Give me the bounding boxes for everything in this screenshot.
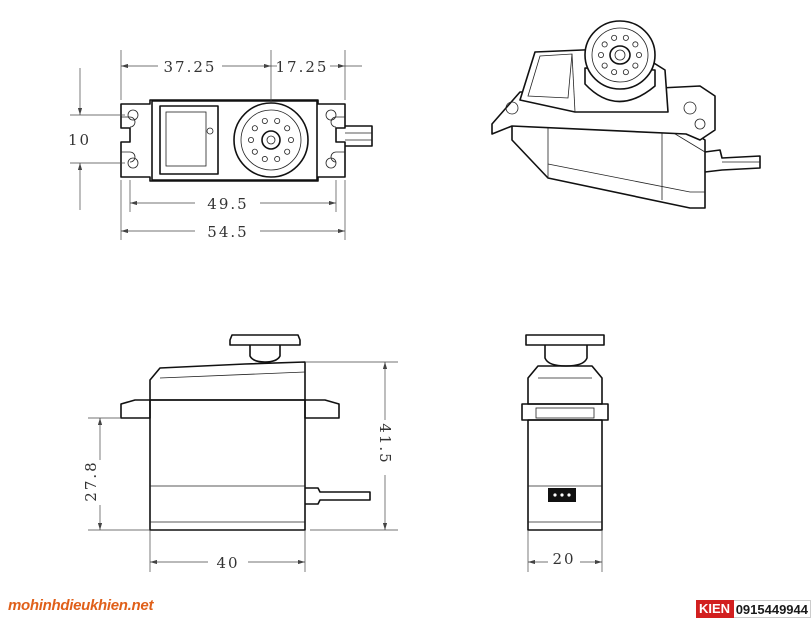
side-flange-left <box>120 399 151 419</box>
side-horn-disc <box>229 334 301 346</box>
end-horn-hub <box>544 345 588 367</box>
side-top <box>149 361 306 401</box>
horn-spline <box>266 135 276 145</box>
horn-hole <box>261 117 268 124</box>
dim-label-side-width: 20 <box>552 550 575 568</box>
horn-hole <box>247 136 254 143</box>
dim-label-top-right: 17.25 <box>276 58 329 76</box>
website-watermark: mohinhdieukhien.net <box>8 597 154 614</box>
iso-horn-holes <box>598 34 643 76</box>
iso-mount-hole <box>694 118 706 130</box>
iso-mount-hole <box>505 101 519 115</box>
horn-hole <box>284 148 291 155</box>
end-top <box>527 365 603 405</box>
dim-label-body-length: 49.5 <box>207 195 248 213</box>
dim-label-mount-height: 27.8 <box>82 460 100 501</box>
mount-hole <box>325 157 337 169</box>
top-view: 37.25 17.25 10 49.5 54.5 <box>68 50 373 241</box>
side-view: 27.8 41.5 40 <box>82 334 398 572</box>
iso-horn-hub <box>609 45 631 65</box>
side-cable <box>305 487 371 505</box>
isometric-view <box>491 20 761 209</box>
horn-outer <box>233 102 309 178</box>
iso-horn-ring <box>591 27 649 83</box>
dim-label-mount-spacing: 10 <box>68 131 91 149</box>
iso-edge <box>547 163 705 193</box>
horn-hole <box>632 62 639 69</box>
top-cover-inner <box>165 111 207 167</box>
dim-label-top-left: 37.25 <box>164 58 217 76</box>
brand-name: KIEN RC <box>696 600 734 632</box>
horn-ring <box>240 109 302 171</box>
side-top-edge <box>159 371 306 379</box>
mount-slot-br <box>330 151 345 163</box>
iso-horn-spline <box>614 49 626 61</box>
horn-hole <box>611 34 618 41</box>
side-body <box>149 399 306 531</box>
horn-hole <box>611 69 618 76</box>
horn-hub <box>261 130 281 150</box>
dim-label-total-length: 54.5 <box>207 223 248 241</box>
horn-hole <box>632 41 639 48</box>
horn-hole <box>622 69 629 76</box>
horn-hole <box>622 34 629 41</box>
end-view: 20 <box>521 334 609 572</box>
horn-hole <box>601 41 608 48</box>
top-body <box>151 100 318 181</box>
connector-pin <box>567 493 571 497</box>
mount-slot-tr <box>330 116 345 128</box>
horn-hole <box>598 52 605 59</box>
end-body <box>527 419 603 531</box>
end-horn-disc <box>525 334 605 346</box>
cover-screw <box>206 127 214 135</box>
connector-pin <box>553 493 557 497</box>
horn-hole <box>274 156 281 163</box>
horn-hole <box>636 52 643 59</box>
iso-horn <box>584 20 656 90</box>
mount-slot-bl <box>121 151 136 163</box>
horn-hole <box>601 62 608 69</box>
horn-hole <box>274 117 281 124</box>
brand-phone: 0915449944 <box>733 600 811 618</box>
horn-hole <box>261 156 268 163</box>
side-horn-hub <box>249 345 281 363</box>
side-flange-right <box>304 399 340 419</box>
mount-hole <box>325 109 337 121</box>
horn-hole <box>287 136 294 143</box>
horn-hole <box>251 148 258 155</box>
horn-holes <box>247 117 294 163</box>
top-cable <box>345 125 373 147</box>
dim-label-side-length: 40 <box>216 554 239 572</box>
iso-mount-hole <box>683 101 697 115</box>
horn-hole <box>251 125 258 132</box>
horn-hole <box>284 125 291 132</box>
dim-label-total-height: 41.5 <box>376 423 394 464</box>
end-flange-inner <box>535 407 595 419</box>
connector-pin <box>560 493 564 497</box>
iso-cable <box>704 149 761 173</box>
mount-hole <box>127 157 139 169</box>
mount-slot-tl <box>121 116 136 128</box>
top-flange-outline <box>120 99 346 182</box>
top-cover <box>159 105 219 175</box>
brand-badge: KIEN RC 0915449944 <box>696 600 811 632</box>
mount-hole <box>127 109 139 121</box>
iso-edge <box>571 53 576 113</box>
